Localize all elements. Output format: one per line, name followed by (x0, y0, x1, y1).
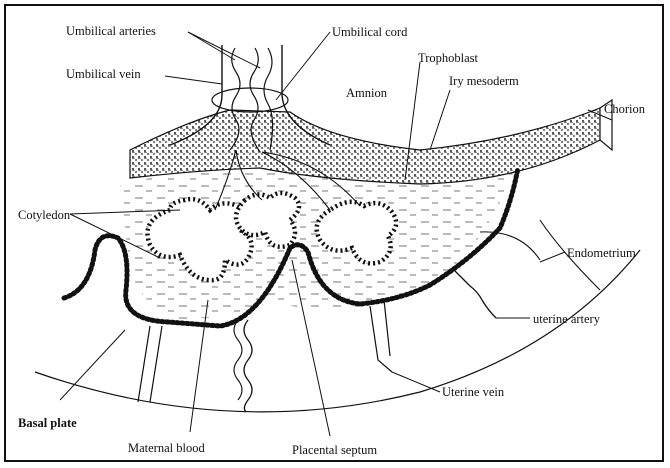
label-uterine-vein: Uterine vein (442, 386, 504, 399)
uterine-artery (452, 268, 496, 318)
label-umbilical-arteries: Umbilical arteries (66, 25, 156, 38)
label-umbilical-vein: Umbilical vein (66, 68, 141, 81)
uterine-vein (370, 300, 392, 372)
label-endometrium: Endometrium (567, 247, 636, 260)
label-iry-mesoderm: Iry mesoderm (449, 75, 519, 88)
label-cotyledon: Cotyledon (18, 209, 70, 222)
label-chorion: Chorion (604, 103, 645, 116)
maternal-blood-vessel (138, 326, 162, 402)
chorionic-plate (130, 108, 600, 184)
label-uterine-artery: uterine artery (533, 313, 600, 326)
label-trophoblast: Trophoblast (418, 52, 478, 65)
label-umbilical-cord: Umbilical cord (332, 26, 407, 39)
label-maternal-blood: Maternal blood (128, 442, 205, 455)
spiral-artery-2 (234, 320, 242, 400)
spiral-artery (244, 320, 252, 412)
label-placental-septum: Placental septum (292, 444, 377, 457)
label-amnion: Amnion (346, 87, 387, 100)
label-basal-plate: Basal plate (18, 417, 77, 430)
